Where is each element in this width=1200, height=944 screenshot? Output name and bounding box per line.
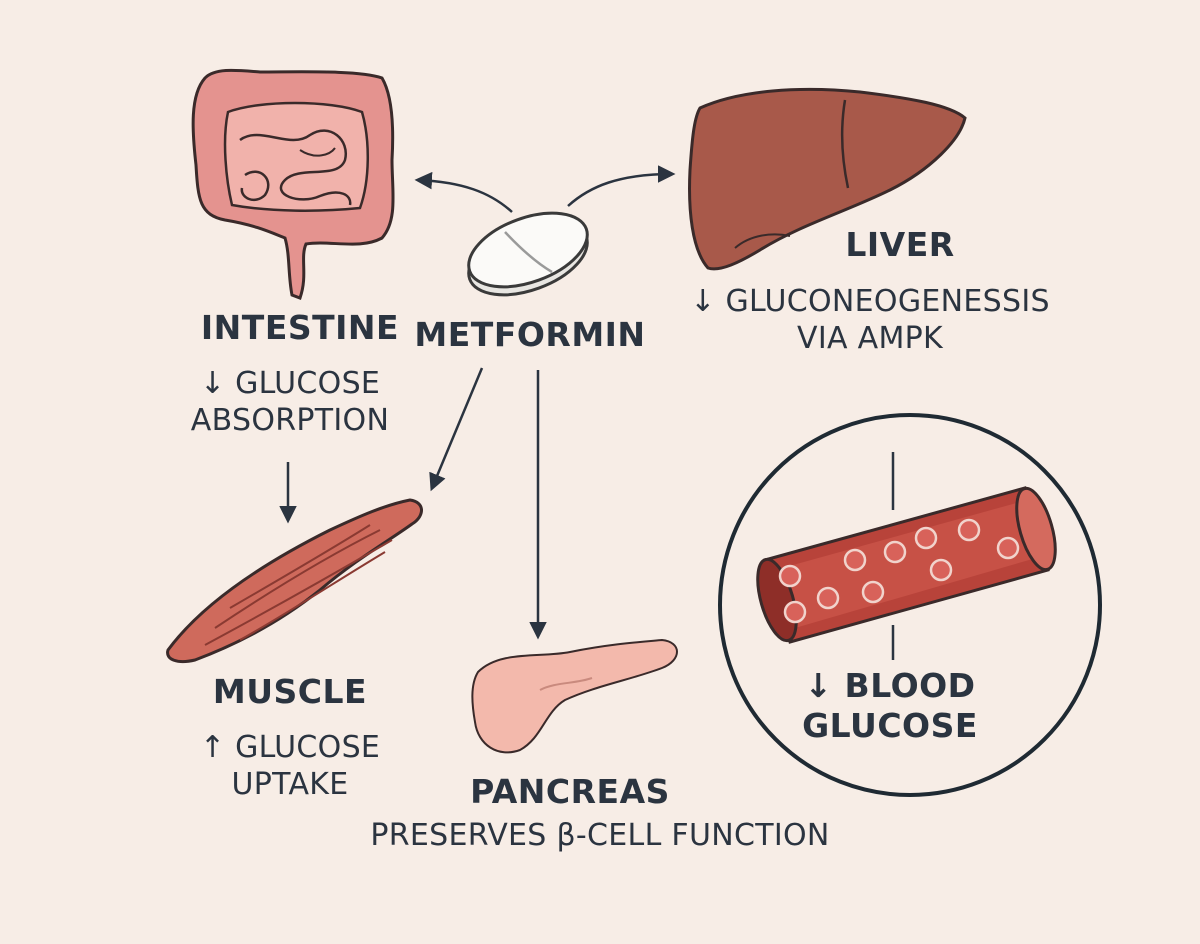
arrows <box>279 165 676 640</box>
blood-desc-line2: GLUCOSE <box>802 706 978 746</box>
muscle-icon <box>166 498 423 664</box>
arrow-to-muscle <box>429 367 484 492</box>
pancreas-icon <box>471 638 678 754</box>
liver-description: ↓ GLUCONEOGENESSIS VIA AMPK <box>650 284 1090 357</box>
liver-title: LIVER <box>845 225 955 264</box>
metformin-title: METFORMIN <box>414 315 646 354</box>
pill-icon <box>467 211 589 297</box>
pancreas-title: PANCREAS <box>470 772 670 811</box>
liver-icon <box>688 87 967 271</box>
intestine-desc-line2: ABSORPTION <box>190 402 390 438</box>
intestine-icon <box>191 68 395 300</box>
muscle-title: MUSCLE <box>212 672 368 711</box>
arrow-to-liver <box>567 165 676 207</box>
intestine-title: INTESTINE <box>200 308 400 347</box>
muscle-desc-line1: ↑ GLUCOSE <box>199 730 381 765</box>
blood-desc-line1: ↓ BLOOD <box>804 666 976 705</box>
liver-desc-line1: ↓ GLUCONEOGENESSIS <box>690 284 1050 319</box>
intestine-description: ↓ GLUCOSE ABSORPTION <box>150 366 430 439</box>
muscle-desc-line2: UPTAKE <box>231 766 349 802</box>
pancreas-description: PRESERVES β-CELL FUNCTION <box>370 818 830 853</box>
blood-glucose-description: ↓ BLOOD GLUCOSE <box>760 666 1020 747</box>
blood-vessel-icon <box>718 413 1102 797</box>
muscle-description: ↑ GLUCOSE UPTAKE <box>160 730 420 803</box>
intestine-desc-line1: ↓ GLUCOSE <box>199 366 381 401</box>
arrow-to-intestine <box>414 171 513 213</box>
liver-desc-line2: VIA AMPK <box>797 320 943 356</box>
